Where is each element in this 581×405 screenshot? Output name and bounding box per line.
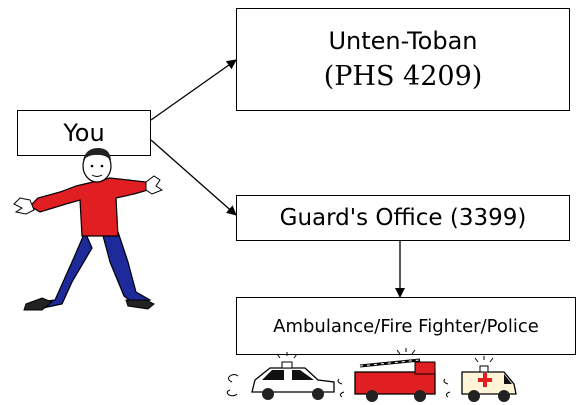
node-you: You	[17, 110, 151, 156]
ambulance-icon	[443, 356, 517, 402]
node-guards-office-label: Guard's Office (3399)	[279, 205, 527, 231]
police-car-icon	[226, 352, 335, 400]
node-unten-toban: Unten-Toban (PHS 4209)	[236, 8, 570, 111]
arrow-you-to-guard	[150, 139, 237, 216]
node-emergency-label: Ambulance/Fire Fighter/Police	[273, 315, 539, 337]
arrow-you-to-unten	[150, 59, 237, 121]
node-you-label: You	[63, 119, 105, 147]
node-guards-office: Guard's Office (3399)	[236, 195, 570, 241]
node-unten-toban-phone: (PHS 4209)	[323, 60, 483, 92]
node-emergency: Ambulance/Fire Fighter/Police	[236, 297, 576, 355]
fire-truck-icon	[337, 348, 436, 402]
node-unten-toban-name: Unten-Toban	[328, 26, 478, 55]
